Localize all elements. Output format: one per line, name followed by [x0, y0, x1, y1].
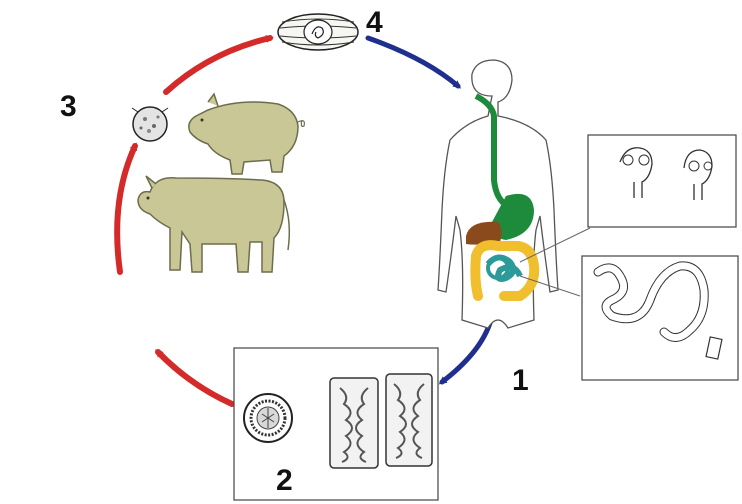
egg-icon — [244, 394, 292, 442]
arrow-animals-vertical — [117, 146, 135, 272]
proglottid-icon — [330, 378, 378, 468]
cyst-icon — [132, 107, 168, 141]
tapeworm-head-inset — [588, 135, 736, 227]
stage-label-2: 2 — [276, 466, 293, 496]
eggs-inset — [234, 348, 438, 500]
proglottid-icon — [386, 374, 432, 466]
human-body-icon — [438, 60, 558, 328]
stage-label-1: 1 — [512, 366, 529, 396]
arrow-meat-to-human — [368, 38, 458, 86]
stage-label-3: 3 — [60, 92, 77, 122]
stage-label-4: 4 — [366, 8, 383, 38]
tapeworm-strobila-inset — [582, 256, 738, 380]
arrow-animals-to-meat — [166, 38, 270, 92]
pig-icon — [189, 94, 305, 174]
cyst-in-muscle-icon — [278, 14, 358, 50]
arrow-egg-to-animals — [158, 352, 232, 404]
cow-icon — [138, 176, 289, 272]
